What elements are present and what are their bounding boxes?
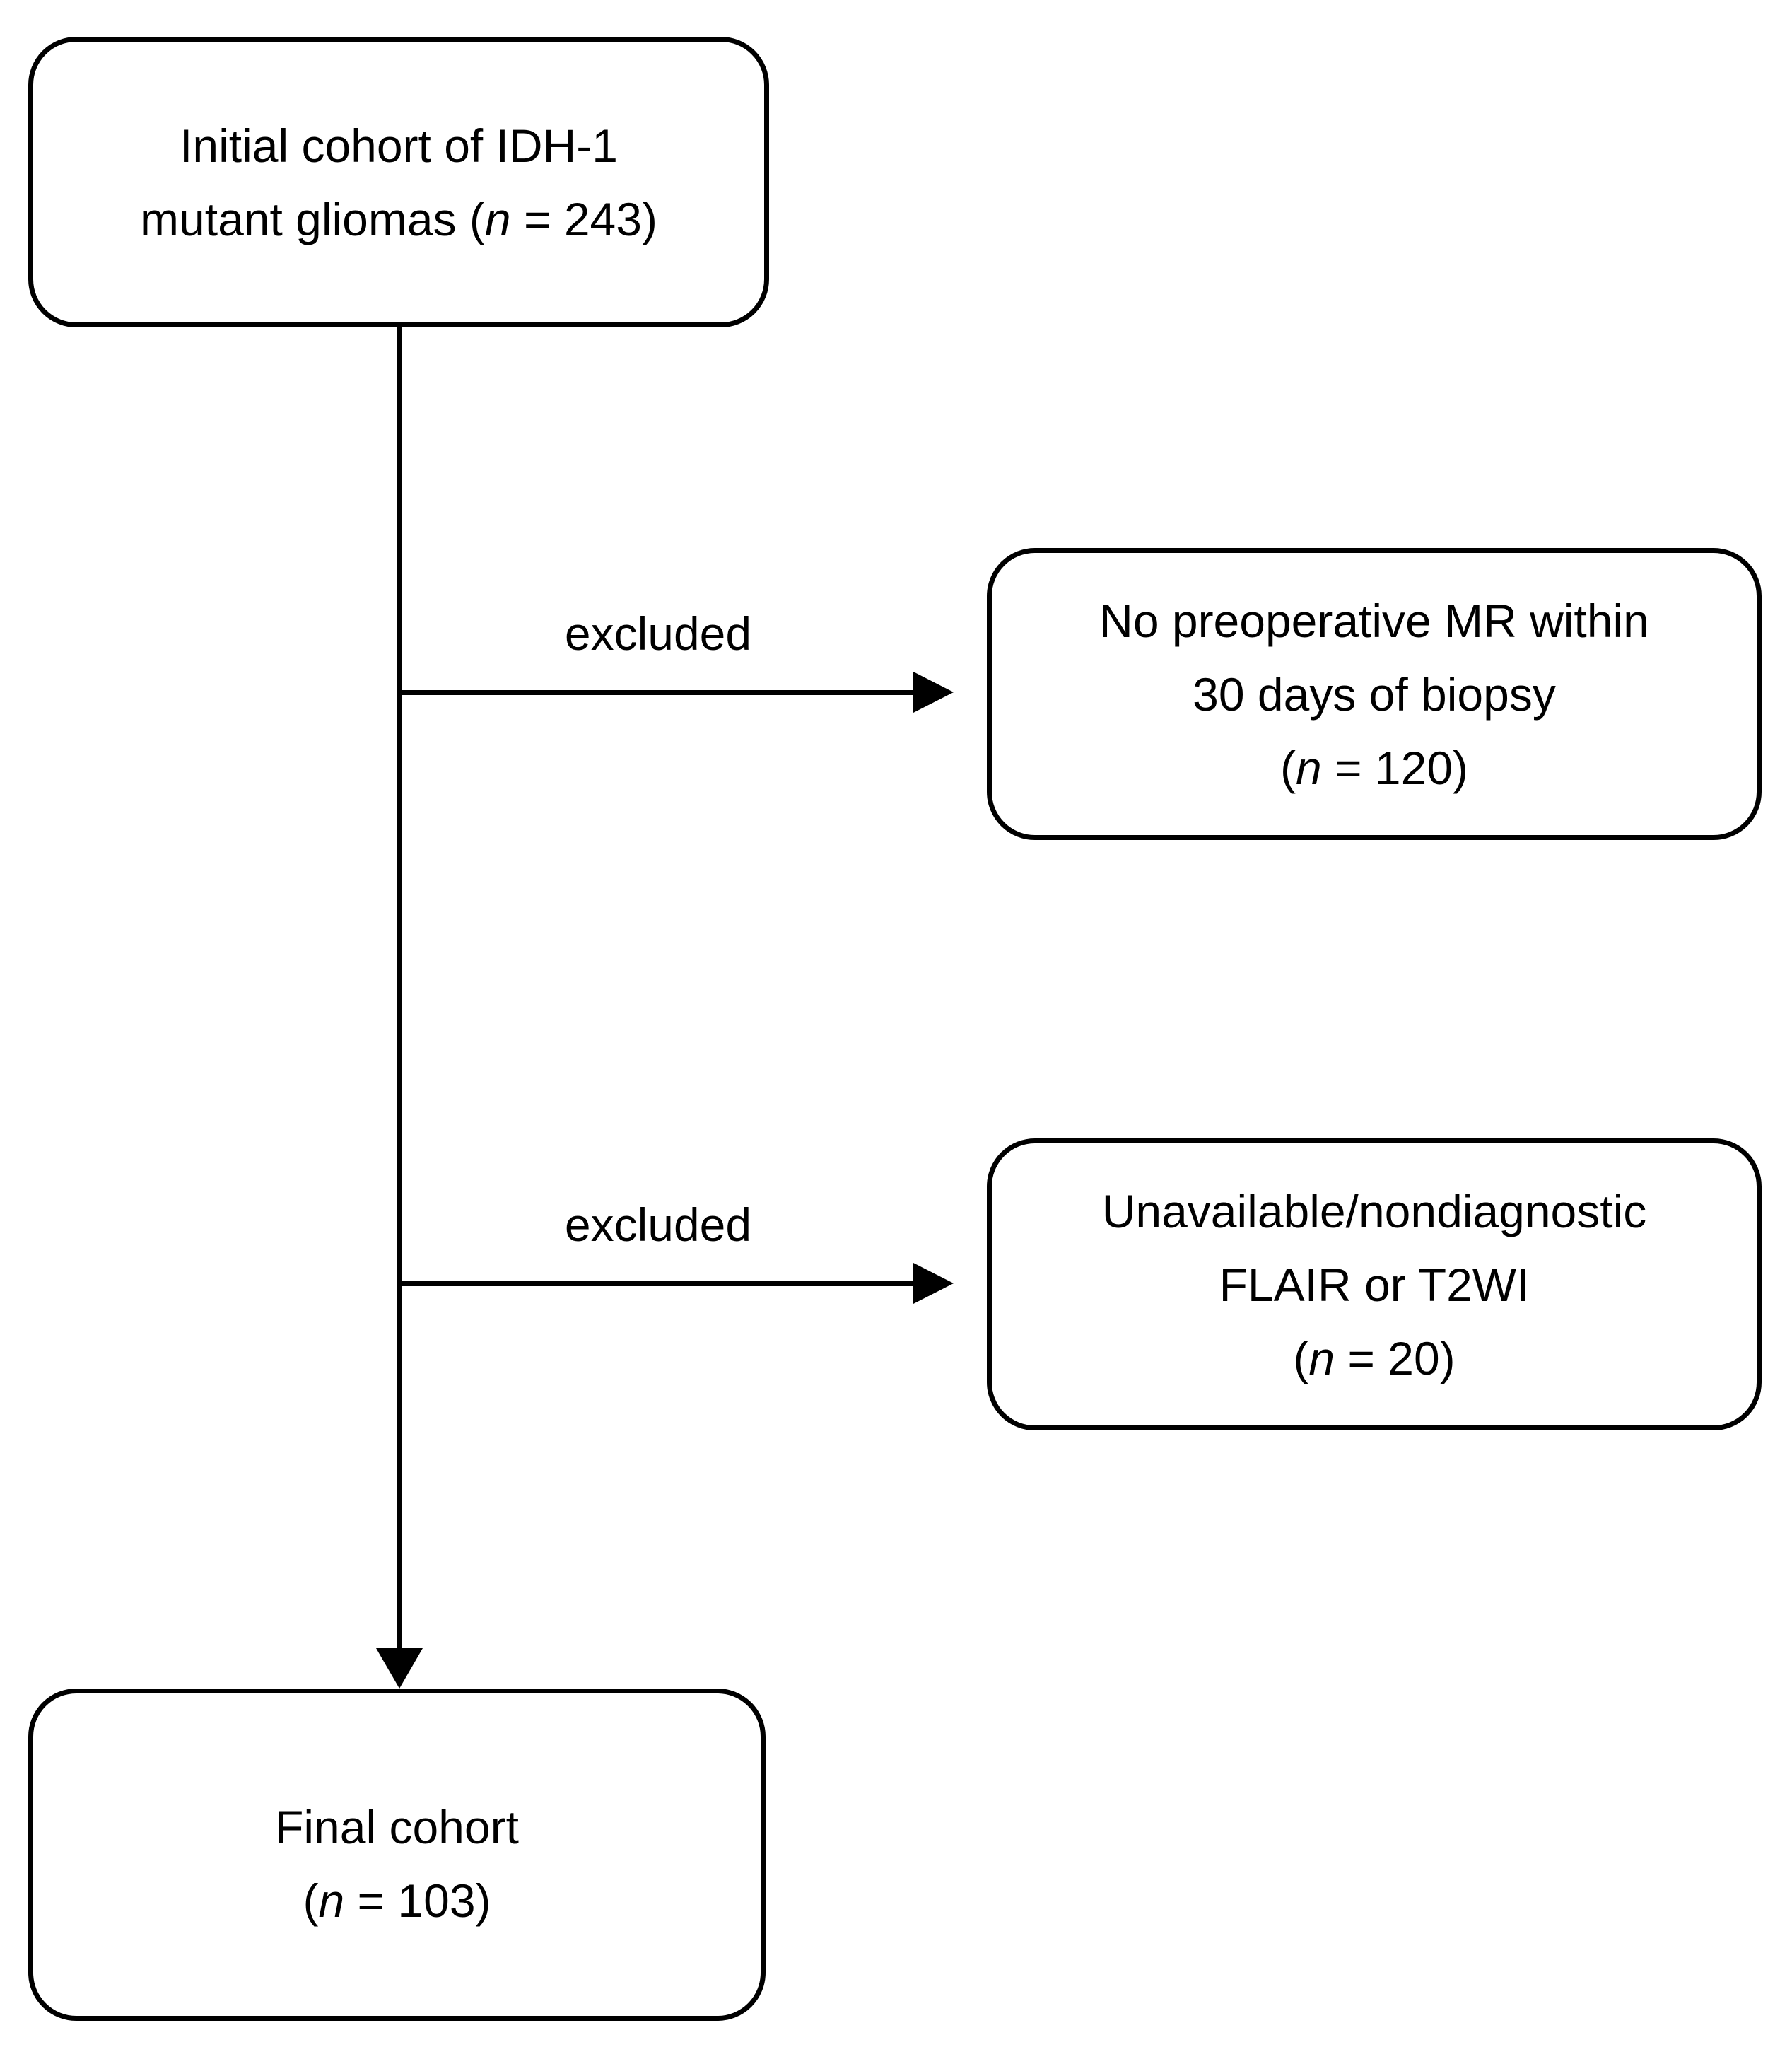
final-cohort-count-pre: (: [303, 1874, 319, 1927]
exclusion1-count-pre: (: [1279, 741, 1296, 794]
exclusion-box-1: No preoperative MR within 30 days of bio…: [987, 548, 1762, 840]
exclusion2-count-post: = 20): [1335, 1331, 1456, 1384]
initial-cohort-n-symbol: n: [484, 192, 511, 245]
final-cohort-count-post: = 103): [344, 1874, 491, 1927]
excluded-label-2: excluded: [564, 1199, 752, 1251]
final-cohort-n-symbol: n: [318, 1874, 345, 1927]
right-arrowhead-icon-2: [913, 1263, 954, 1304]
right-arrowhead-icon-1: [913, 672, 954, 713]
exclusion1-count: (n = 120): [1280, 731, 1468, 805]
exclusion1-line1: No preoperative MR within: [1099, 594, 1649, 647]
initial-cohort-box: Initial cohort of IDH-1 mutant gliomas (…: [28, 37, 769, 327]
exclusion2-n-symbol: n: [1308, 1331, 1335, 1384]
exclusion1-count-post: = 120): [1321, 741, 1469, 794]
excluded-label-1: excluded: [564, 607, 752, 660]
initial-cohort-line2: mutant gliomas (n = 243): [140, 182, 657, 256]
exclusion2-line2: FLAIR or T2WI: [1219, 1258, 1530, 1311]
final-cohort-count: (n = 103): [303, 1864, 491, 1937]
exclusion1-connector-line: [399, 690, 915, 695]
initial-cohort-line2-pre: mutant gliomas (: [140, 192, 485, 245]
exclusion1-n-symbol: n: [1295, 741, 1322, 794]
down-arrowhead-icon: [376, 1648, 423, 1689]
exclusion2-line1: Unavailable/nondiagnostic: [1101, 1184, 1647, 1237]
initial-cohort-line2-post: = 243): [510, 192, 657, 245]
exclusion-box-2: Unavailable/nondiagnostic FLAIR or T2WI …: [987, 1138, 1762, 1430]
initial-cohort-line1: Initial cohort of IDH-1: [180, 119, 618, 172]
vertical-connector-line: [397, 327, 402, 1650]
final-cohort-box: Final cohort (n = 103): [28, 1689, 766, 2021]
exclusion2-connector-line: [399, 1281, 915, 1286]
final-cohort-line1: Final cohort: [275, 1801, 519, 1853]
exclusion2-count: (n = 20): [1293, 1322, 1455, 1395]
exclusion1-line2: 30 days of biopsy: [1193, 667, 1556, 721]
exclusion2-count-pre: (: [1293, 1331, 1309, 1384]
